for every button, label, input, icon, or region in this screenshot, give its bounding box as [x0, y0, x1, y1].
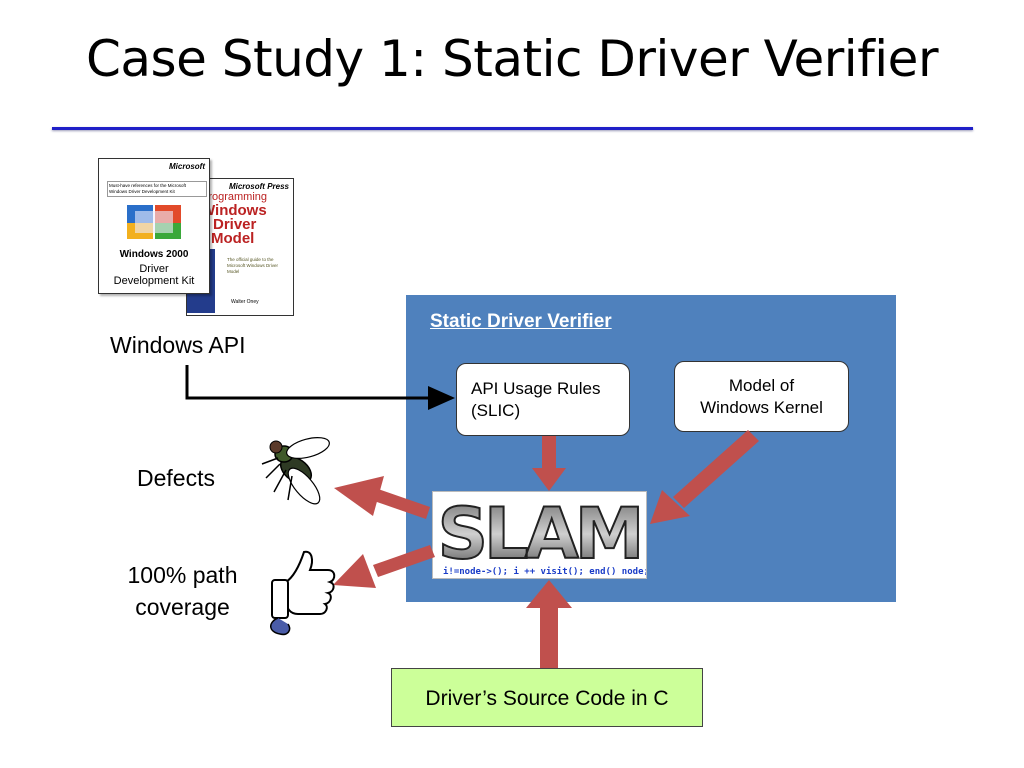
- defects-label: Defects: [137, 465, 215, 491]
- slam-logo: SLAM i!=node->(); i ++ visit(); end() no…: [432, 491, 692, 579]
- windows-logo-icon: [121, 201, 187, 241]
- coverage-label: 100% path coverage: [110, 559, 255, 623]
- rules-line1: API Usage Rules: [471, 379, 601, 398]
- windows-kernel-model-box: Model of Windows Kernel: [674, 361, 849, 432]
- coverage-label-line1: 100% path: [127, 562, 238, 588]
- verifier-title: Static Driver Verifier: [430, 311, 612, 332]
- rules-line2: (SLIC): [471, 401, 521, 420]
- slam-to-coverage-arrow: [333, 545, 435, 588]
- slam-code-text: i!=node->(); i ++ visit(); end() node;{ …: [443, 566, 646, 577]
- model-line1: Model of: [728, 376, 795, 395]
- slam-wordmark: SLAM: [438, 493, 641, 575]
- thumbs-up-icon: [270, 550, 336, 636]
- api-usage-rules-box: API Usage Rules (SLIC): [456, 363, 630, 436]
- title-divider: [52, 127, 973, 130]
- bug-fly-icon: [261, 437, 330, 505]
- rules-to-slam-arrow: [532, 436, 566, 491]
- driver-source-code-box: Driver’s Source Code in C: [391, 668, 703, 727]
- slam-to-defects-arrow: [334, 476, 430, 519]
- coverage-label-line2: coverage: [135, 594, 230, 620]
- book-covers-image: Microsoft Press Programming Windows Driv…: [98, 158, 298, 318]
- model-to-slam-arrow: [650, 430, 759, 524]
- model-line2: Windows Kernel: [700, 398, 823, 417]
- ddk-book-cover: Microsoft Must-have references for the M…: [98, 158, 210, 294]
- windows-api-label: Windows API: [110, 332, 246, 358]
- api-to-rules-connector: [185, 365, 455, 410]
- source-to-slam-arrow: [526, 580, 572, 668]
- slide-title: Case Study 1: Static Driver Verifier: [85, 30, 939, 88]
